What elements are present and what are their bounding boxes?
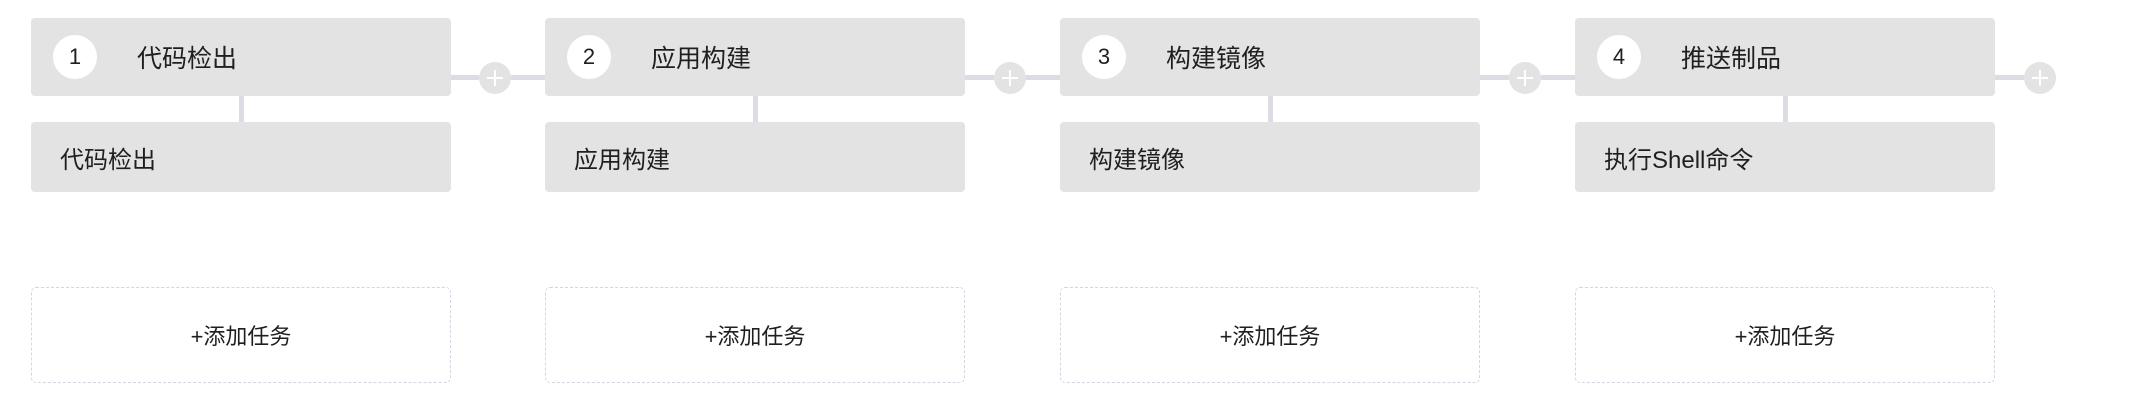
pipeline-stage-4: 4 推送制品 执行Shell命令 +添加任务	[1575, 0, 1995, 410]
pipeline-stage-2: 2 应用构建 应用构建 +添加任务	[545, 0, 965, 410]
add-task-button-2[interactable]: +添加任务	[545, 287, 965, 383]
stage-vertical-connector-3	[1268, 96, 1273, 122]
add-task-label-2: +添加任务	[704, 324, 806, 349]
add-task-button-1[interactable]: +添加任务	[31, 287, 451, 383]
add-task-label-4: +添加任务	[1734, 324, 1836, 349]
pipeline-stage-1: 1 代码检出 代码检出 +添加任务	[31, 0, 451, 410]
add-stage-plus-icon-3[interactable]	[1509, 62, 1541, 94]
add-stage-plus-icon-2[interactable]	[994, 62, 1026, 94]
task-card-2[interactable]: 应用构建	[545, 122, 965, 192]
stage-link-line-1	[451, 75, 479, 80]
stage-header-card-2[interactable]: 2 应用构建	[545, 18, 965, 96]
stage-header-card-1[interactable]: 1 代码检出	[31, 18, 451, 96]
add-task-button-4[interactable]: +添加任务	[1575, 287, 1995, 383]
stage-number-badge-2: 2	[567, 35, 611, 79]
stage-number-badge-4: 4	[1597, 35, 1641, 79]
stage-header-card-4[interactable]: 4 推送制品	[1575, 18, 1995, 96]
add-task-button-3[interactable]: +添加任务	[1060, 287, 1480, 383]
stage-title-3: 构建镜像	[1166, 45, 1267, 73]
task-title-4: 执行Shell命令	[1604, 146, 1754, 174]
stage-number-badge-3: 3	[1082, 35, 1126, 79]
task-title-2: 应用构建	[574, 146, 670, 174]
stage-title-4: 推送制品	[1681, 45, 1782, 73]
task-card-1[interactable]: 代码检出	[31, 122, 451, 192]
stage-link-line-3	[1480, 75, 1509, 80]
task-title-3: 构建镜像	[1089, 146, 1185, 174]
add-stage-plus-icon-1[interactable]	[479, 62, 511, 94]
task-card-3[interactable]: 构建镜像	[1060, 122, 1480, 192]
add-task-label-1: +添加任务	[190, 324, 292, 349]
stage-title-1: 代码检出	[137, 45, 238, 73]
stage-link-line-4	[1995, 75, 2024, 80]
stage-vertical-connector-4	[1783, 96, 1788, 122]
task-title-1: 代码检出	[60, 146, 156, 174]
add-task-label-3: +添加任务	[1219, 324, 1321, 349]
stage-link-line-3b	[1541, 75, 1575, 80]
stage-vertical-connector-2	[753, 96, 758, 122]
pipeline-stage-3: 3 构建镜像 构建镜像 +添加任务	[1060, 0, 1480, 410]
add-stage-plus-icon-4[interactable]	[2024, 62, 2056, 94]
stage-number-badge-1: 1	[53, 35, 97, 79]
stage-vertical-connector-1	[239, 96, 244, 122]
stage-link-line-1b	[511, 75, 545, 80]
stage-title-2: 应用构建	[651, 45, 752, 73]
stage-header-card-3[interactable]: 3 构建镜像	[1060, 18, 1480, 96]
stage-link-line-2b	[1026, 75, 1060, 80]
task-card-4[interactable]: 执行Shell命令	[1575, 122, 1995, 192]
stage-link-line-2	[965, 75, 994, 80]
